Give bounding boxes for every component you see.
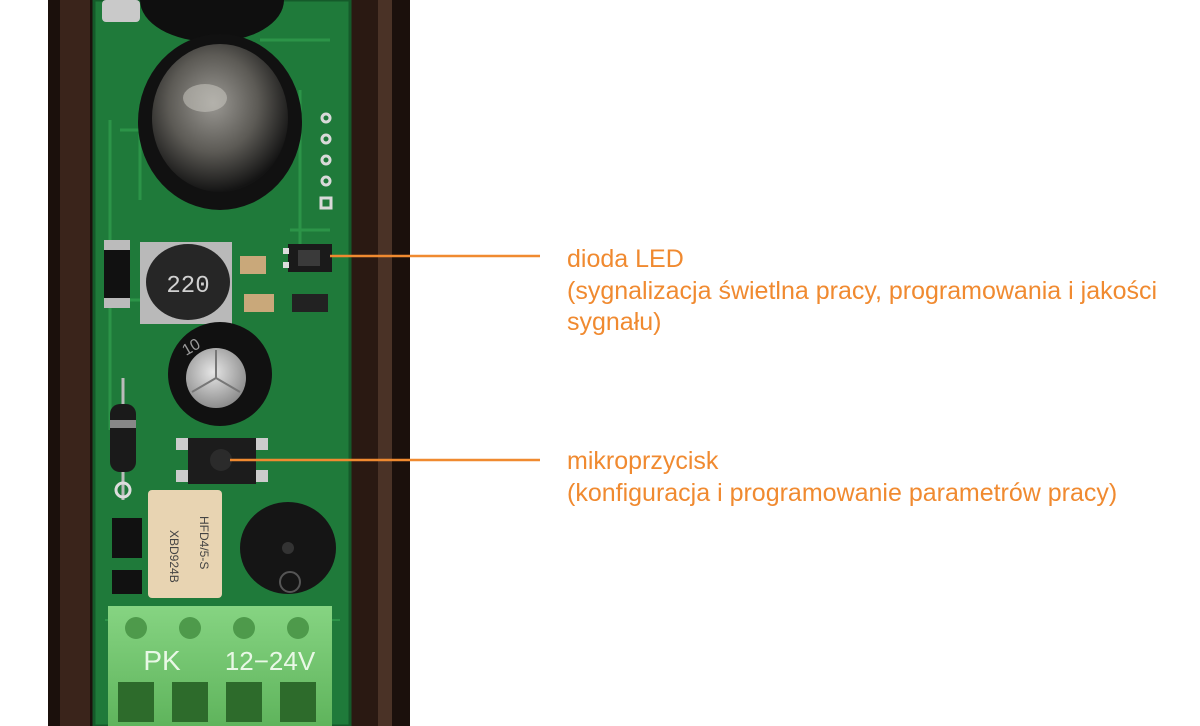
relay-marking-1: HFD4/5-S — [197, 516, 211, 569]
smd-parts — [176, 256, 328, 482]
terminal-label-pk: PK — [143, 645, 181, 676]
led-component — [283, 244, 332, 272]
upper-lens — [102, 0, 284, 42]
jumper-header — [112, 518, 142, 594]
header-pins — [319, 112, 333, 210]
relay-marking-2: XBD924B — [167, 530, 181, 583]
button-callout-title: mikroprzycisk — [567, 447, 719, 475]
terminal-label-voltage: 12−24V — [225, 646, 316, 676]
inductor: 220 — [140, 242, 232, 324]
led-callout-title: dioda LED — [567, 245, 684, 273]
inductor-marking: 220 — [166, 273, 209, 300]
terminal-block: PK 12−24V — [108, 606, 332, 726]
button-callout-description: (konfiguracja i programowanie parametrów… — [567, 478, 1118, 507]
capacitor: 10 — [168, 322, 272, 426]
button-callout: mikroprzycisk (konfiguracja i programowa… — [567, 446, 1167, 509]
smd-diode — [104, 240, 130, 308]
buzzer — [240, 502, 336, 594]
relay: HFD4/5-S XBD924B — [148, 490, 222, 598]
led-callout-description: (sygnalizacja świetlna pracy, programowa… — [567, 276, 1158, 337]
ir-lens — [138, 34, 302, 210]
led-callout: dioda LED (sygnalizacja świetlna pracy, … — [567, 244, 1187, 339]
capacitor-marking: 10 — [180, 336, 204, 360]
axial-diode — [110, 378, 136, 500]
